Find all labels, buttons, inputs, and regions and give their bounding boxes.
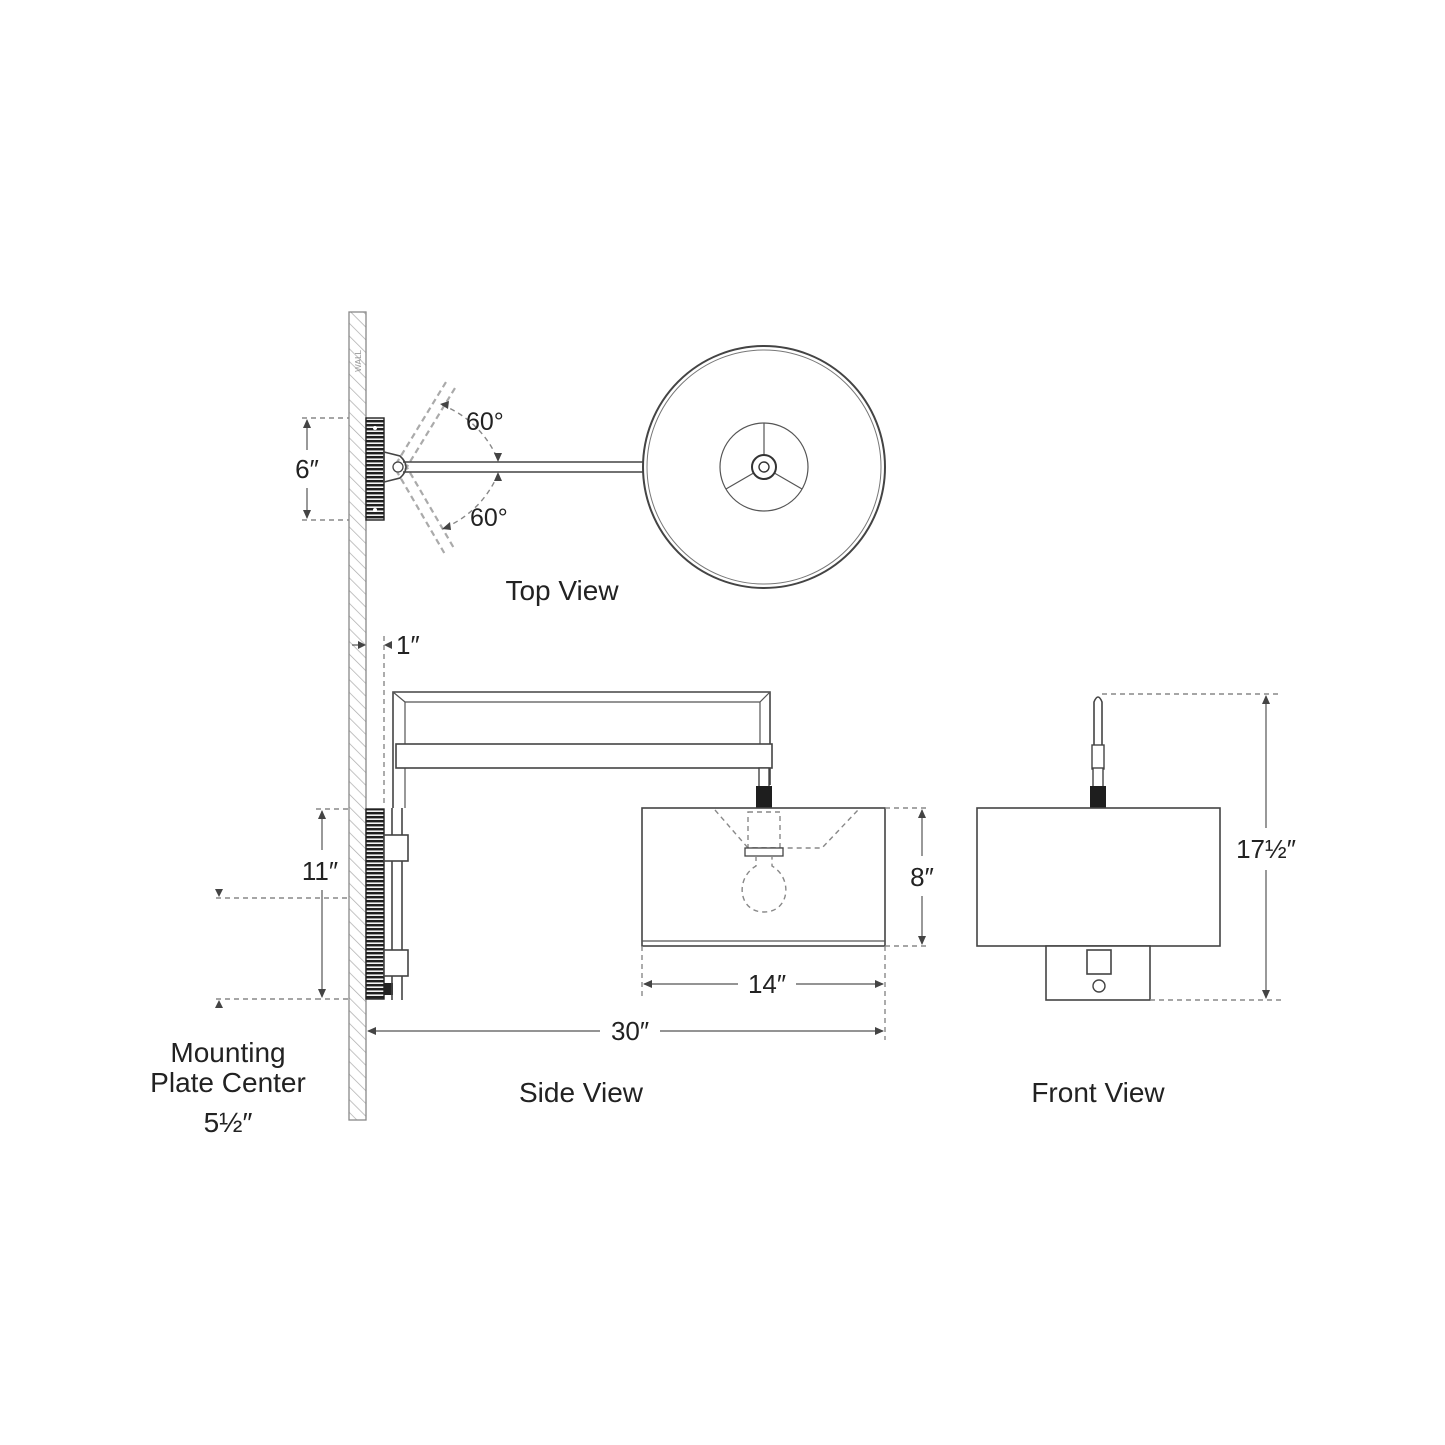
dim-shade-diameter-label: 14″: [748, 969, 786, 999]
dim-arrowhead: [494, 472, 502, 481]
side-post-collar-bottom: [383, 949, 409, 977]
dim-extension-label: 30″: [611, 1016, 649, 1046]
swing-angle-up-label: 60°: [466, 408, 504, 436]
side-view: 1″ 11″: [150, 630, 934, 1138]
dim-arrowhead: [318, 810, 326, 819]
top-backplate: [365, 417, 385, 521]
dim-arrowhead: [215, 1000, 223, 1008]
side-shade: [641, 807, 886, 947]
dim-arrowhead: [918, 936, 926, 945]
top-pivot-bracket: [383, 450, 407, 484]
wall-label: WALL: [354, 350, 363, 372]
wall: WALL: [348, 311, 367, 1121]
top-view-caption: Top View: [505, 575, 619, 606]
mounting-label-line1: Mounting: [170, 1037, 285, 1068]
dim-arrowhead: [384, 641, 392, 649]
side-backplate-knob: [384, 983, 393, 995]
swing-ghost-arm-down: [395, 469, 447, 557]
front-arm-rail: [1091, 744, 1105, 770]
swing-angle-down-label: 60°: [470, 504, 508, 532]
dim-arrowhead: [367, 1027, 376, 1035]
side-arm-outer: [392, 691, 771, 808]
top-backplate-screw: [373, 426, 377, 430]
dim-shade-height-label: 8″: [910, 862, 934, 892]
dim-arrowhead: [303, 419, 311, 428]
dim-arrowhead: [1262, 990, 1270, 999]
dim-arrowhead: [918, 809, 926, 818]
dim-arm-offset-label: 1″: [396, 630, 420, 660]
front-arm-tip: [1093, 696, 1103, 745]
swing-ghost-arm-up: [395, 381, 447, 465]
top-shade-inner: [646, 349, 882, 585]
front-view: 17½″ Front View: [976, 693, 1296, 1108]
swing-arc-up: [441, 404, 499, 461]
front-stem: [1092, 767, 1104, 789]
top-shade-socket-core: [758, 461, 770, 473]
top-view: 6″ 60° 60° Top View: [295, 345, 886, 606]
side-socket-cap: [756, 786, 772, 808]
dim-arrowhead: [875, 980, 884, 988]
side-arm-corner: [759, 691, 771, 703]
front-collar: [1086, 949, 1112, 975]
socket-ring: [744, 847, 784, 857]
swing-ghost-arm-down: [404, 463, 456, 551]
dim-plate-width-label: 6″: [295, 454, 319, 484]
front-shade: [976, 807, 1221, 947]
dim-arrowhead: [303, 510, 311, 519]
side-post-collar-top: [383, 834, 409, 862]
side-arm-rail: [395, 743, 773, 769]
dim-arrowhead: [1262, 695, 1270, 704]
wall-section: [348, 311, 367, 1121]
front-view-caption: Front View: [1031, 1077, 1165, 1108]
front-knob: [1092, 979, 1106, 993]
top-pivot-pin: [392, 461, 404, 473]
dim-overall-height-label: 17½″: [1236, 834, 1296, 864]
side-stem: [758, 767, 770, 789]
top-backplate-screw: [373, 508, 377, 512]
mounting-value-label: 5½″: [204, 1107, 253, 1138]
dim-arrowhead: [442, 522, 451, 530]
mounting-label-line2: Plate Center: [150, 1067, 306, 1098]
dim-arrowhead: [440, 401, 449, 409]
bulb-hidden: [741, 856, 787, 913]
dim-plate-height-label: 11″: [302, 856, 338, 886]
dim-arrowhead: [875, 1027, 884, 1035]
side-backplate: [365, 808, 385, 1000]
dim-arrowhead: [494, 453, 502, 462]
dim-arrowhead: [318, 989, 326, 998]
dim-arrowhead: [215, 889, 223, 897]
side-view-caption: Side View: [519, 1077, 644, 1108]
dim-arrowhead: [643, 980, 652, 988]
swing-ghost-arm-up: [404, 387, 456, 471]
side-arm-corner: [392, 691, 406, 703]
front-socket-cap: [1090, 786, 1106, 808]
dim-arrowhead: [358, 641, 366, 649]
swing-arc-down: [443, 473, 499, 529]
